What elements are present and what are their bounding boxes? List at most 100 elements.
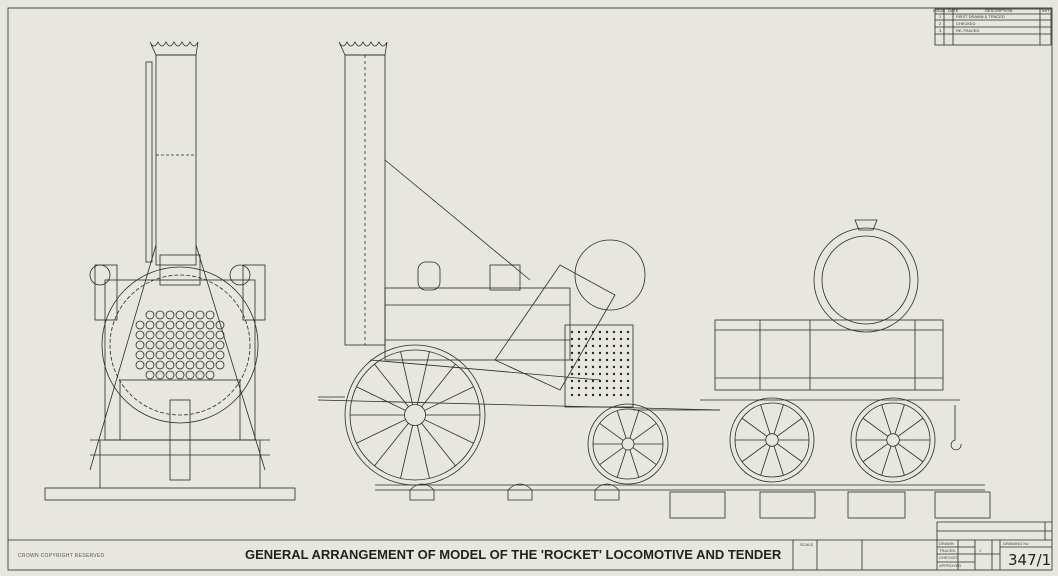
wheel-spoke bbox=[741, 443, 768, 463]
boiler-tube bbox=[195, 370, 205, 380]
rivet bbox=[619, 379, 623, 383]
boiler-tube bbox=[185, 310, 195, 320]
rivet bbox=[598, 351, 602, 355]
rivet bbox=[570, 365, 574, 369]
wheel-spoke bbox=[773, 404, 784, 435]
boiler-tube bbox=[145, 310, 155, 320]
label-traced: TRACED bbox=[939, 548, 956, 553]
revision-table bbox=[934, 8, 1052, 46]
boiler-tube bbox=[175, 330, 185, 340]
boiler-tube bbox=[145, 320, 155, 330]
tender-wheel-front bbox=[729, 397, 815, 483]
label-checked: CHECKED bbox=[939, 555, 959, 560]
rivet bbox=[584, 393, 588, 397]
boiler-tube bbox=[165, 340, 175, 350]
boiler-tube bbox=[195, 350, 205, 360]
rivet bbox=[598, 379, 602, 383]
wheel-spoke bbox=[599, 423, 624, 441]
rivet bbox=[605, 393, 609, 397]
rev-desc-2: CHECKED bbox=[956, 21, 976, 26]
rivet bbox=[570, 358, 574, 362]
boiler-tube bbox=[145, 370, 155, 380]
rivet bbox=[584, 379, 588, 383]
end-view-boiler bbox=[101, 266, 259, 424]
rivet bbox=[626, 344, 630, 348]
wheel-spoke bbox=[629, 410, 640, 439]
rivet bbox=[605, 358, 609, 362]
wheel-spoke bbox=[760, 404, 771, 435]
rivet bbox=[612, 330, 616, 334]
rivet bbox=[591, 351, 595, 355]
rivet bbox=[612, 379, 616, 383]
boiler bbox=[384, 287, 571, 361]
boiler-tube bbox=[195, 320, 205, 330]
boiler-tube bbox=[195, 340, 205, 350]
tender-wheel-rear bbox=[850, 397, 936, 483]
drawing-no-label: DRAWING No. bbox=[1003, 541, 1030, 546]
boiler-tube bbox=[165, 370, 175, 380]
wheel-spoke bbox=[862, 417, 889, 437]
rivet bbox=[584, 337, 588, 341]
rivet bbox=[598, 337, 602, 341]
rivet bbox=[577, 372, 581, 376]
cylinder bbox=[494, 264, 616, 391]
boiler-tube bbox=[205, 320, 215, 330]
wheel-spoke bbox=[374, 363, 409, 408]
chimney-stay bbox=[384, 159, 531, 281]
tender-body bbox=[714, 319, 944, 391]
rivet bbox=[570, 379, 574, 383]
boiler-tube bbox=[165, 360, 175, 370]
safety-valve bbox=[417, 261, 441, 291]
wheel-spoke bbox=[400, 351, 414, 405]
wheel-spoke bbox=[616, 410, 627, 439]
boiler-tube bbox=[205, 360, 215, 370]
wheel-spoke bbox=[421, 363, 456, 408]
boiler-tube bbox=[175, 320, 185, 330]
rivet bbox=[626, 337, 630, 341]
rivet bbox=[612, 372, 616, 376]
rivet bbox=[612, 393, 616, 397]
wheel-spoke bbox=[776, 417, 803, 437]
rivet bbox=[577, 379, 581, 383]
rivet bbox=[591, 386, 595, 390]
boiler-tube bbox=[155, 310, 165, 320]
wheel-spoke bbox=[356, 386, 406, 411]
rivet bbox=[612, 351, 616, 355]
rivet bbox=[577, 386, 581, 390]
boiler-tube bbox=[155, 320, 165, 330]
boiler-tube bbox=[205, 330, 215, 340]
rivet bbox=[605, 330, 609, 334]
wheel-spoke bbox=[599, 447, 624, 465]
rivet bbox=[605, 351, 609, 355]
wheel-spoke bbox=[616, 449, 627, 478]
rivet bbox=[577, 358, 581, 362]
rivet bbox=[626, 393, 630, 397]
rivet bbox=[570, 337, 574, 341]
end-view-chimney-crown bbox=[149, 41, 199, 56]
rivet bbox=[584, 358, 588, 362]
rivet bbox=[584, 372, 588, 376]
rivet bbox=[619, 344, 623, 348]
rivet bbox=[591, 344, 595, 348]
wheel-spoke bbox=[881, 445, 892, 476]
rivet bbox=[626, 379, 630, 383]
rivet bbox=[612, 365, 616, 369]
rev-issue-2: 2 bbox=[939, 21, 942, 26]
rivet bbox=[570, 372, 574, 376]
rivet bbox=[619, 393, 623, 397]
wheel-spoke bbox=[862, 443, 889, 463]
rivet bbox=[577, 365, 581, 369]
rivet bbox=[626, 365, 630, 369]
boiler-tube bbox=[195, 330, 205, 340]
wheel-spoke bbox=[773, 445, 784, 476]
rivet bbox=[612, 344, 616, 348]
boiler-tube bbox=[215, 330, 225, 340]
boiler-tube bbox=[215, 320, 225, 330]
wheel-spoke bbox=[897, 417, 924, 437]
boiler-tube bbox=[165, 320, 175, 330]
wheel-spoke bbox=[374, 422, 409, 467]
wheel-spoke bbox=[416, 351, 430, 405]
water-barrel bbox=[813, 227, 919, 333]
boiler-tube bbox=[135, 320, 145, 330]
rivet bbox=[577, 344, 581, 348]
